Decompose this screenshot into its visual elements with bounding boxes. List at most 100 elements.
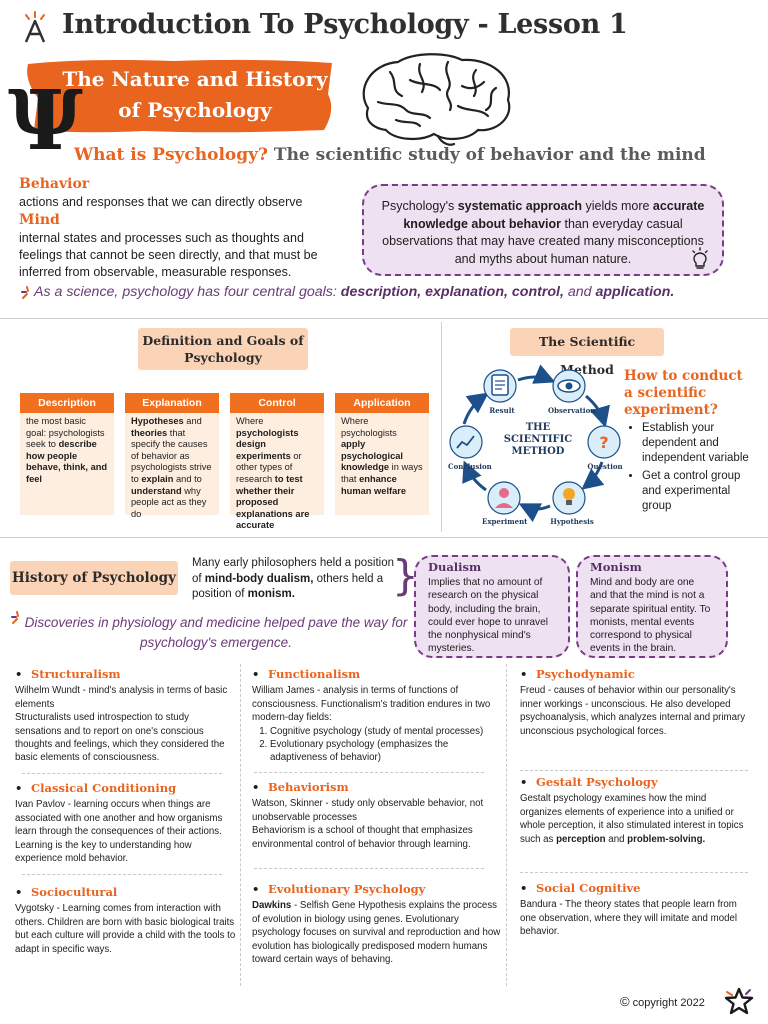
what-is-psychology: What is Psychology? The scientific study… xyxy=(74,145,706,165)
school-structuralism: •Structuralism Wilhelm Wundt - mind's an… xyxy=(15,667,237,765)
early-bold-2: monism. xyxy=(247,588,295,600)
explanation-text-3: and to xyxy=(173,473,202,484)
description-text: the most basic goal: psychologists seek … xyxy=(26,416,105,450)
divider-vertical xyxy=(441,322,442,532)
control-text-1: Where xyxy=(236,416,264,426)
early-text-2: others held a position of xyxy=(192,572,384,601)
copyright-text: copyright 2022 xyxy=(632,997,705,1009)
behaviorism-text: Watson, Skinner - study only observable … xyxy=(252,798,484,850)
application-text-2: in ways that xyxy=(341,462,423,484)
school-gestalt: •Gestalt Psychology Gestalt psychology e… xyxy=(520,775,748,846)
banner-title: The Nature and History of Psychology xyxy=(56,64,334,126)
label-experiment: Experiment xyxy=(482,517,528,526)
goal-control: control, xyxy=(511,284,564,300)
node-observation xyxy=(552,369,586,403)
evolutionary-title: Evolutionary Psychology xyxy=(268,882,426,896)
history-heading: History of Psychology xyxy=(10,561,178,595)
control-bold-1: psychologists design experiments xyxy=(236,427,299,461)
column-divider-2 xyxy=(506,664,507,986)
description-bold: describe how people behave, think, and f… xyxy=(26,439,108,484)
dualism-box: Dualism Implies that no amount of resear… xyxy=(414,555,570,658)
school-classical-conditioning: •Classical Conditioning Ivan Pavlov - le… xyxy=(15,781,237,865)
goal-explanation: explanation, xyxy=(425,284,508,300)
what-is-answer: The scientific study of behavior and the… xyxy=(273,145,706,165)
monism-box: Monism Mind and body are one and that th… xyxy=(576,555,728,658)
functionalism-item: Evolutionary psychology (emphasizes the … xyxy=(270,738,502,765)
social-cognitive-title: Social Cognitive xyxy=(536,881,641,895)
functionalism-title: Functionalism xyxy=(268,667,361,681)
mind-definition: internal states and processes such as th… xyxy=(19,231,318,279)
label-question: Question xyxy=(587,462,623,471)
mind-term: Mind xyxy=(19,212,60,228)
callout-text-1: Psychology's xyxy=(381,199,458,213)
gestalt-bold-1: perception xyxy=(556,833,606,845)
goal-body-application: Where psychologists apply psychological … xyxy=(335,413,429,515)
school-social-cognitive: • Social Cognitive Bandura - The theory s… xyxy=(520,881,748,939)
callout-text-2: yields more xyxy=(582,199,653,213)
banner-brush xyxy=(27,59,332,133)
explanation-bold-2: theories xyxy=(131,427,168,438)
center-line-1: THE xyxy=(525,422,551,433)
row-divider xyxy=(520,872,748,873)
center-line-3: METHOD xyxy=(511,446,565,457)
lightbulb-icon xyxy=(692,247,708,269)
gestalt-title: Gestalt Psychology xyxy=(536,775,658,789)
school-behaviorism: •Behaviorism Watson, Skinner - study onl… xyxy=(252,780,502,851)
experiment-steps: Establish your dependent and independent… xyxy=(630,421,762,517)
bullet-dot: • xyxy=(520,881,528,895)
step-item: Establish your dependent and independent… xyxy=(642,421,762,466)
four-goals-line: As a science, psychology has four centra… xyxy=(34,284,674,300)
callout-bold-1: systematic approach xyxy=(457,199,583,213)
label-result: Result xyxy=(489,406,515,415)
explanation-text-4: why people act as they do xyxy=(131,485,207,519)
step-item: Get a control group and experimental gro… xyxy=(642,469,762,514)
evolutionary-bold: Dawkins xyxy=(252,900,292,912)
what-is-question: What is Psychology? xyxy=(74,145,268,165)
label-conclusion: Conclusion xyxy=(448,462,492,471)
node-hypothesis xyxy=(552,481,586,515)
application-bold-1: apply psychological knowledge xyxy=(341,439,403,473)
explanation-text-2: that specify the causes of behavior as p… xyxy=(131,427,212,484)
application-text-1: Where psychologists xyxy=(341,416,397,438)
structuralism-text: Wilhelm Wundt - mind's analysis in terms… xyxy=(15,685,228,764)
application-bold-2: enhance human welfare xyxy=(341,473,407,496)
discoveries-line: Discoveries in physiology and medicine h… xyxy=(24,615,408,650)
early-philosophers-text: Many early philosophers held a position … xyxy=(192,556,402,603)
gestalt-text-2: and xyxy=(605,833,628,845)
scientific-method-heading: The Scientific Method xyxy=(510,328,664,377)
node-experiment xyxy=(487,481,521,515)
explanation-bold-1: Hypotheses xyxy=(131,416,184,426)
monism-title: Monism xyxy=(590,560,642,574)
page-title: Introduction To Psychology - Lesson 1 xyxy=(62,9,628,40)
monism-text: Mind and body are one and that the mind … xyxy=(590,577,711,655)
bullet-dot: • xyxy=(252,882,260,896)
bullet-dot: • xyxy=(15,885,23,899)
svg-text:?: ? xyxy=(599,433,608,452)
scientific-method-center: THE SCIENTIFIC METHOD xyxy=(498,422,578,458)
school-functionalism: •Functionalism William James - analysis … xyxy=(252,667,502,765)
bullet-dot: • xyxy=(252,780,260,794)
bullet-dot: • xyxy=(520,775,528,789)
goal-head-description: Description xyxy=(20,393,114,413)
systematic-approach-callout: Psychology's systematic approach yields … xyxy=(362,184,724,276)
psychodynamic-title: Psychodynamic xyxy=(536,667,635,681)
explanation-text-1: and xyxy=(183,416,202,426)
logo-a-icon xyxy=(24,11,46,43)
brain-icon xyxy=(362,53,511,146)
row-divider xyxy=(520,770,748,771)
bullet-dot: • xyxy=(15,667,23,681)
psi-symbol: Ψ xyxy=(8,73,83,169)
center-line-2: SCIENTIFIC xyxy=(503,434,573,445)
school-psychodynamic: • Psychodynamic Freud - causes of behavio… xyxy=(520,667,748,738)
social-cognitive-text: Bandura - The theory states that people … xyxy=(520,899,738,938)
sparkle-icon xyxy=(11,611,19,624)
divider-2 xyxy=(0,537,768,538)
row-divider xyxy=(22,773,222,774)
psychodynamic-text: Freud - causes of behavior within our pe… xyxy=(520,685,746,737)
bullet-dot: • xyxy=(520,667,528,681)
goal-description: description, xyxy=(340,284,422,300)
definition-goals-heading: Definition and Goals of Psychology xyxy=(138,328,308,370)
star-logo-icon xyxy=(724,987,754,1015)
goal-body-description: the most basic goal: psychologists seek … xyxy=(20,413,114,515)
goal-body-control: Where psychologists design experiments o… xyxy=(230,413,324,530)
